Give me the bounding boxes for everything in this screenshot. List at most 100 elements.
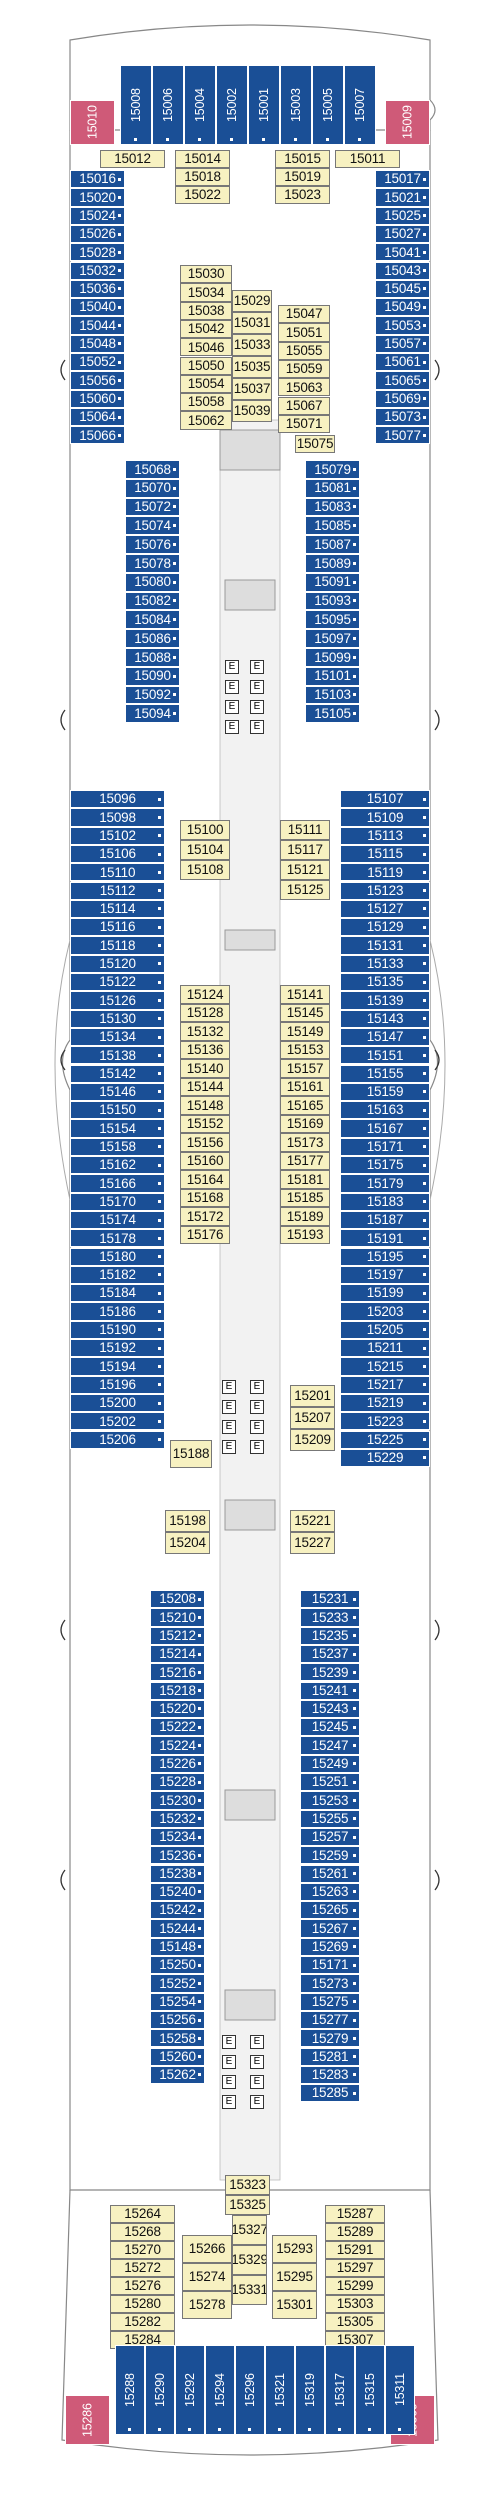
cabin-15214[interactable]: 15214 <box>150 1644 205 1664</box>
cabin-15117[interactable]: 15117 <box>280 840 330 860</box>
cabin-15074[interactable]: 15074 <box>125 516 180 536</box>
cabin-15128[interactable]: 15128 <box>180 1003 230 1022</box>
cabin-15140[interactable]: 15140 <box>180 1059 230 1078</box>
cabin-15152[interactable]: 15152 <box>180 1114 230 1133</box>
cabin-15010[interactable]: 15010 <box>70 100 115 145</box>
cabin-15077[interactable]: 15077 <box>375 426 430 445</box>
cabin-15047[interactable]: 15047 <box>278 305 330 324</box>
cabin-15165[interactable]: 15165 <box>280 1096 330 1115</box>
cabin-15286[interactable]: 15286 <box>65 2395 110 2445</box>
cabin-15126[interactable]: 15126 <box>70 991 165 1010</box>
cabin-15154[interactable]: 15154 <box>70 1119 165 1138</box>
cabin-15274[interactable]: 15274 <box>182 2263 232 2291</box>
cabin-15043[interactable]: 15043 <box>375 261 430 280</box>
cabin-15273[interactable]: 15273 <box>300 1974 360 1993</box>
cabin-15019[interactable]: 15019 <box>275 168 330 186</box>
cabin-15277[interactable]: 15277 <box>300 2010 360 2030</box>
cabin-15082[interactable]: 15082 <box>125 591 180 611</box>
cabin-15098[interactable]: 15098 <box>70 808 165 827</box>
cabin-15198[interactable]: 15198 <box>165 1510 210 1532</box>
cabin-15189[interactable]: 15189 <box>280 1207 330 1226</box>
cabin-15226[interactable]: 15226 <box>150 1754 205 1773</box>
cabin-15219[interactable]: 15219 <box>340 1393 430 1413</box>
cabin-15193[interactable]: 15193 <box>280 1225 330 1244</box>
cabin-15002[interactable]: 15002 <box>216 65 248 145</box>
cabin-15145[interactable]: 15145 <box>280 1003 330 1022</box>
cabin-15234[interactable]: 15234 <box>150 1827 205 1847</box>
cabin-15239[interactable]: 15239 <box>300 1663 360 1682</box>
cabin-15146[interactable]: 15146 <box>70 1082 165 1102</box>
cabin-15285[interactable]: 15285 <box>300 2084 360 2103</box>
cabin-15231[interactable]: 15231 <box>300 1590 360 1609</box>
cabin-15104[interactable]: 15104 <box>180 840 230 860</box>
cabin-15238[interactable]: 15238 <box>150 1864 205 1883</box>
cabin-15129[interactable]: 15129 <box>340 918 430 937</box>
cabin-15186[interactable]: 15186 <box>70 1302 165 1321</box>
cabin-15249[interactable]: 15249 <box>300 1754 360 1773</box>
cabin-15115[interactable]: 15115 <box>340 844 430 864</box>
cabin-15166[interactable]: 15166 <box>70 1174 165 1193</box>
cabin-15240[interactable]: 15240 <box>150 1882 205 1902</box>
cabin-15254[interactable]: 15254 <box>150 1992 205 2011</box>
cabin-15091[interactable]: 15091 <box>305 572 360 592</box>
cabin-15059[interactable]: 15059 <box>278 359 330 379</box>
cabin-15116[interactable]: 15116 <box>70 918 165 937</box>
cabin-15142[interactable]: 15142 <box>70 1064 165 1083</box>
cabin-15106[interactable]: 15106 <box>70 844 165 864</box>
cabin-15136[interactable]: 15136 <box>180 1040 230 1059</box>
cabin-15291[interactable]: 15291 <box>325 2241 385 2259</box>
cabin-15268[interactable]: 15268 <box>110 2223 175 2241</box>
cabin-15175[interactable]: 15175 <box>340 1156 430 1175</box>
cabin-15050[interactable]: 15050 <box>180 356 232 375</box>
cabin-15048[interactable]: 15048 <box>70 334 125 353</box>
cabin-15252[interactable]: 15252 <box>150 1974 205 1993</box>
cabin-15012[interactable]: 15012 <box>100 150 165 168</box>
cabin-15195[interactable]: 15195 <box>340 1247 430 1266</box>
cabin-15171[interactable]: 15171 <box>300 1956 360 1975</box>
cabin-15144[interactable]: 15144 <box>180 1077 230 1096</box>
cabin-15216[interactable]: 15216 <box>150 1663 205 1682</box>
cabin-15242[interactable]: 15242 <box>150 1901 205 1920</box>
cabin-15174[interactable]: 15174 <box>70 1210 165 1230</box>
cabin-15053[interactable]: 15053 <box>375 316 430 335</box>
cabin-15215[interactable]: 15215 <box>340 1357 430 1376</box>
cabin-15283[interactable]: 15283 <box>300 2065 360 2085</box>
cabin-15266[interactable]: 15266 <box>182 2235 232 2263</box>
cabin-15130[interactable]: 15130 <box>70 1009 165 1028</box>
cabin-15066[interactable]: 15066 <box>70 426 125 445</box>
cabin-15168[interactable]: 15168 <box>180 1188 230 1207</box>
cabin-15191[interactable]: 15191 <box>340 1229 430 1248</box>
cabin-15159[interactable]: 15159 <box>340 1082 430 1102</box>
cabin-15205[interactable]: 15205 <box>340 1320 430 1339</box>
cabin-15063[interactable]: 15063 <box>278 378 330 397</box>
cabin-15080[interactable]: 15080 <box>125 572 180 592</box>
cabin-15122[interactable]: 15122 <box>70 973 165 992</box>
cabin-15110[interactable]: 15110 <box>70 863 165 882</box>
cabin-15028[interactable]: 15028 <box>70 243 125 262</box>
cabin-15199[interactable]: 15199 <box>340 1284 430 1303</box>
cabin-15057[interactable]: 15057 <box>375 334 430 353</box>
cabin-15017[interactable]: 15017 <box>375 170 430 189</box>
cabin-15178[interactable]: 15178 <box>70 1229 165 1248</box>
cabin-15143[interactable]: 15143 <box>340 1009 430 1028</box>
cabin-15229[interactable]: 15229 <box>340 1448 430 1468</box>
cabin-15244[interactable]: 15244 <box>150 1919 205 1938</box>
cabin-15170[interactable]: 15170 <box>70 1192 165 1211</box>
cabin-15046[interactable]: 15046 <box>180 338 232 357</box>
cabin-15062[interactable]: 15062 <box>180 411 232 430</box>
cabin-15034[interactable]: 15034 <box>180 283 232 302</box>
cabin-15176[interactable]: 15176 <box>180 1225 230 1244</box>
cabin-15119[interactable]: 15119 <box>340 863 430 882</box>
cabin-15097[interactable]: 15097 <box>305 629 360 648</box>
cabin-15092[interactable]: 15092 <box>125 685 180 705</box>
cabin-15150[interactable]: 15150 <box>70 1101 165 1120</box>
cabin-15160[interactable]: 15160 <box>180 1151 230 1170</box>
cabin-15288[interactable]: 15288 <box>115 2345 145 2435</box>
cabin-15222[interactable]: 15222 <box>150 1718 205 1737</box>
cabin-15102[interactable]: 15102 <box>70 826 165 845</box>
cabin-15201[interactable]: 15201 <box>290 1385 335 1407</box>
cabin-15261[interactable]: 15261 <box>300 1864 360 1883</box>
cabin-15172[interactable]: 15172 <box>180 1207 230 1226</box>
cabin-15253[interactable]: 15253 <box>300 1791 360 1810</box>
cabin-15251[interactable]: 15251 <box>300 1773 360 1792</box>
